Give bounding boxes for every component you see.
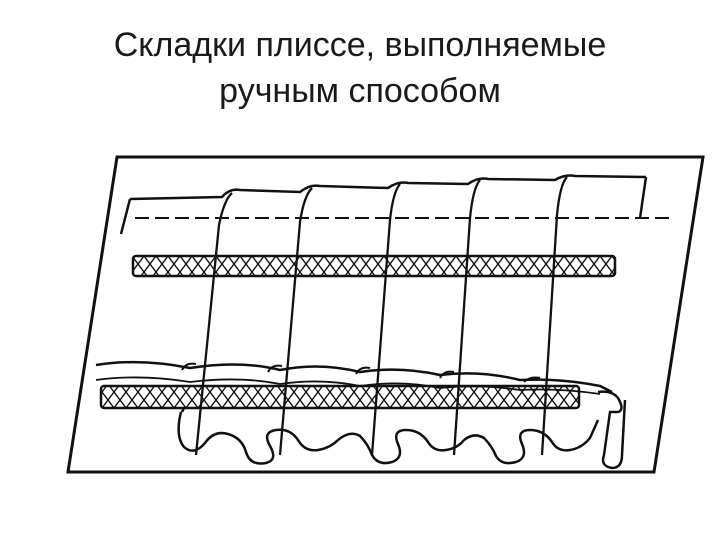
top-needle (131, 254, 617, 278)
bottom-needle (99, 384, 581, 410)
fabric-right-edge (638, 176, 648, 219)
pleat-crowns-bottom (181, 362, 541, 383)
title-line-2: ручным способом (219, 72, 501, 110)
fabric-left-edge (119, 198, 132, 235)
fabric-right-fold (597, 390, 627, 470)
fabric-top-edge (129, 174, 647, 201)
fabric-bottom-edge (95, 360, 613, 394)
slide-title: Складки плиссе, выполняемые ручным спосо… (0, 22, 720, 114)
pleat-fold-lines (194, 176, 568, 456)
title-line-1: Складки плиссе, выполняемые (113, 26, 607, 64)
pleat-cross-sections (177, 407, 600, 465)
